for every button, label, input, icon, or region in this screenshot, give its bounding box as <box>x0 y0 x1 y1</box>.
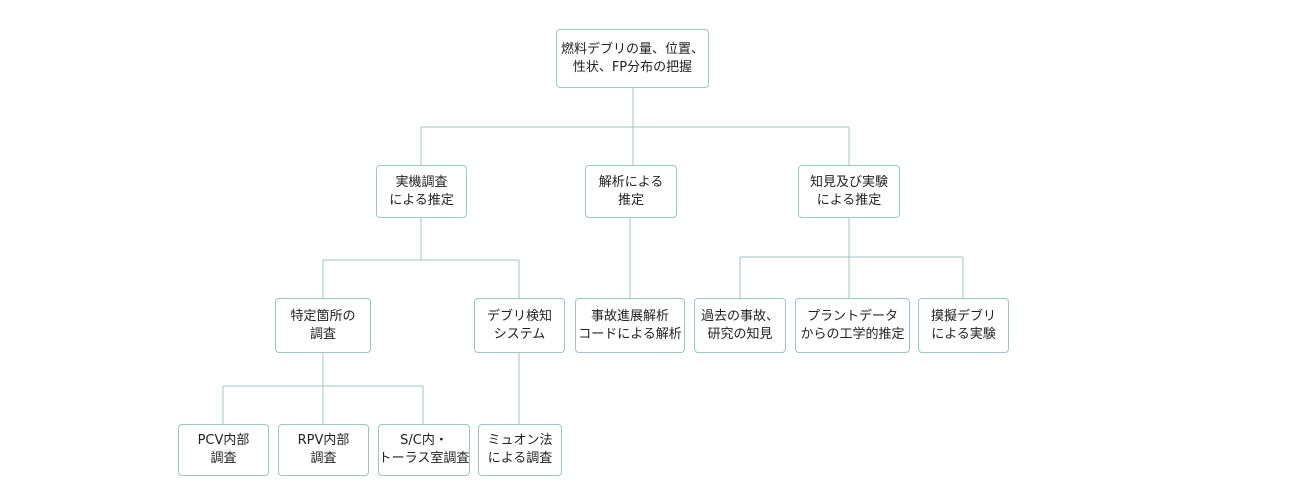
node-label-line: 過去の事故、 <box>700 308 779 324</box>
node-label-line: からの工学的推定 <box>800 326 905 342</box>
node-plant-data-engineering-estimation: プラントデータ からの工学的推定 <box>795 298 910 353</box>
node-label-line: による推定 <box>816 192 882 208</box>
node-analysis-estimation: 解析による 推定 <box>585 165 677 218</box>
node-sc-torus-room-survey: S/C内・ トーラス室調査 <box>378 424 470 476</box>
node-label-line: 実機調査 <box>395 174 448 190</box>
node-label-line: 特定箇所の <box>290 308 356 324</box>
root-node: 燃料デブリの量、位置、 性状、FP分布の把握 <box>556 29 709 88</box>
node-accident-progression-code-analysis: 事故進展解析 コードによる解析 <box>575 298 685 353</box>
node-label-line: 研究の知見 <box>707 326 773 342</box>
node-label-line: 燃料デブリの量、位置、 <box>560 41 704 57</box>
node-rpv-internal-survey: RPV内部 調査 <box>278 424 369 476</box>
node-field-survey-estimation: 実機調査 による推定 <box>376 165 467 218</box>
node-label-line: による調査 <box>487 451 553 466</box>
node-muon-method-survey: ミュオン法 による調査 <box>478 424 562 476</box>
node-simulated-debris-experiment: 摸擬デブリ による実験 <box>918 298 1009 353</box>
node-label-line: 調査 <box>310 451 337 466</box>
node-label-line: ミュオン法 <box>487 433 553 448</box>
node-pcv-internal-survey: PCV内部 調査 <box>178 424 269 476</box>
node-label-line: トーラス室調査 <box>378 451 470 466</box>
node-label-line: による実験 <box>931 326 996 342</box>
node-label-line: 摸擬デブリ <box>930 308 996 324</box>
node-label-line: RPV内部 <box>297 433 350 448</box>
node-label-line: PCV内部 <box>197 433 250 448</box>
node-label-line: 調査 <box>309 326 336 342</box>
node-label-line: プラントデータ <box>806 308 898 324</box>
node-label-line: デブリ検知 <box>486 308 552 324</box>
node-specific-location-survey: 特定箇所の 調査 <box>275 298 371 353</box>
node-label-line: による推定 <box>389 192 454 208</box>
node-debris-detection-system: デブリ検知 システム <box>474 298 565 353</box>
node-label-line: 事故進展解析 <box>590 308 669 324</box>
node-label-line: 推定 <box>617 192 644 208</box>
node-label-line: 知見及び実験 <box>809 174 888 190</box>
node-label-line: 性状、FP分布の把握 <box>572 59 693 75</box>
node-label-line: 調査 <box>210 451 237 466</box>
node-label-line: 解析による <box>598 174 664 190</box>
node-past-accident-knowledge: 過去の事故、 研究の知見 <box>694 298 786 353</box>
node-knowledge-experiment-estimation: 知見及び実験 による推定 <box>798 165 900 218</box>
node-label-line: S/C内・ <box>400 433 448 448</box>
node-label-line: システム <box>493 326 546 342</box>
node-label-line: コードによる解析 <box>578 326 682 342</box>
